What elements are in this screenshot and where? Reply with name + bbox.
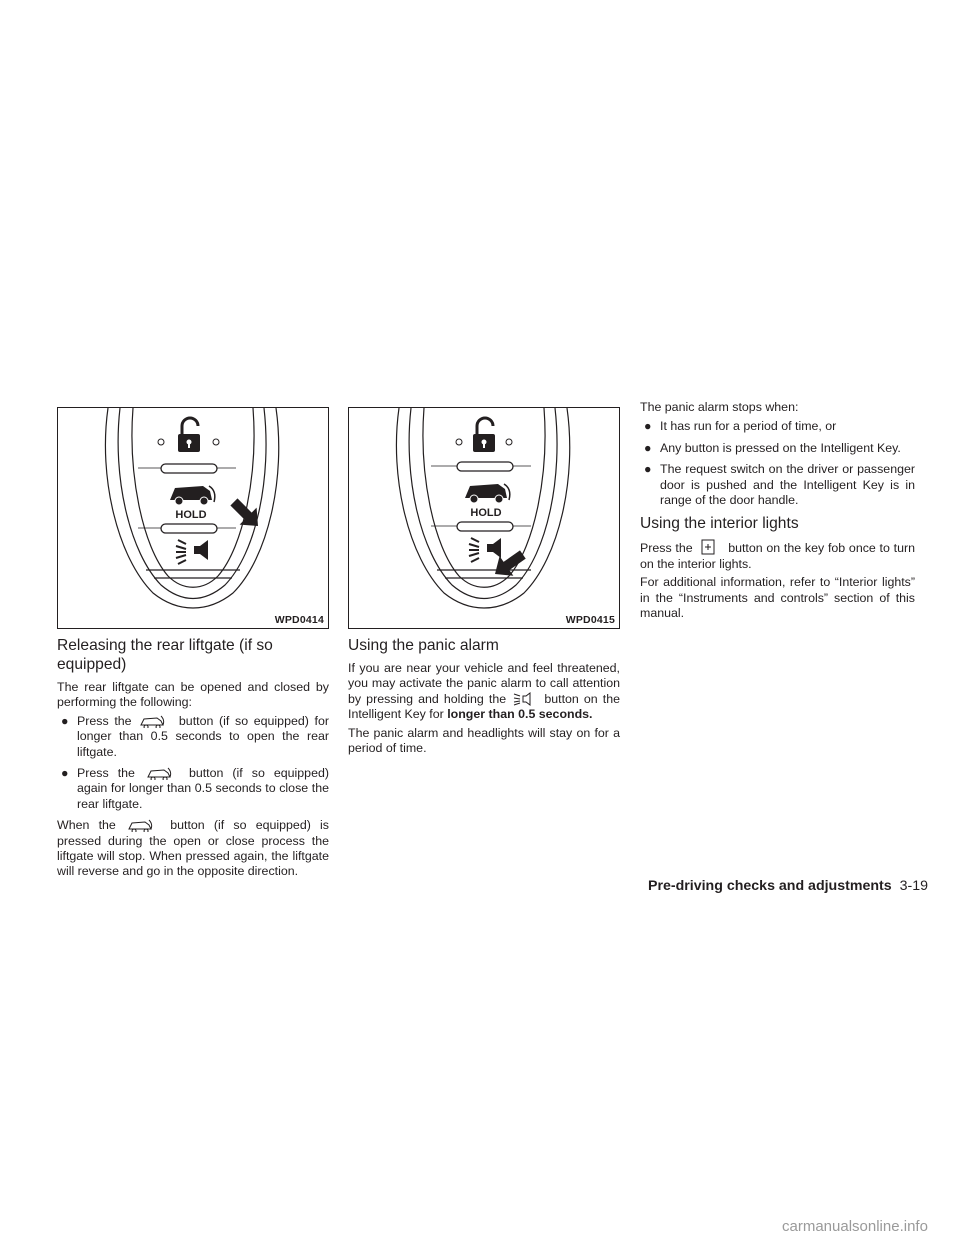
interior-paragraph-2: For additional information, refer to “In… xyxy=(640,575,915,621)
panic-paragraph-2: The panic alarm and headlights will stay… xyxy=(348,725,620,756)
hold-label: HOLD xyxy=(470,507,501,519)
column-liftgate: Releasing the rear liftgate (if so equip… xyxy=(57,636,329,883)
panic-paragraph-1: If you are near your vehicle and feel th… xyxy=(348,661,620,722)
panic-button-graphic xyxy=(468,537,501,563)
liftgate-icon xyxy=(147,767,172,781)
key-fob-liftgate-illustration: HOLD xyxy=(104,408,280,609)
watermark: carmanualsonline.info xyxy=(782,1218,928,1235)
arrow-pointer xyxy=(230,498,258,526)
panic-stops-intro: The panic alarm stops when: xyxy=(640,400,799,414)
liftgate-button-graphic: HOLD xyxy=(170,485,216,521)
interior-light-icon xyxy=(701,539,715,555)
liftgate-icon xyxy=(140,715,165,728)
panic-stops-bullet-2: ● Any button is pressed on the Intellige… xyxy=(644,440,901,455)
unlock-button-graphic xyxy=(157,416,220,452)
panic-button-graphic xyxy=(175,539,208,565)
page-number: 3-19 xyxy=(899,878,929,894)
interior-paragraph-1: Press the button on the key fob once to … xyxy=(640,539,915,571)
arrow-pointer xyxy=(495,550,526,576)
page-footer: Pre-driving checks and adjustments 3-19 xyxy=(648,878,928,894)
figure-key-fob-panic: HOLD WPD0415 xyxy=(348,407,620,629)
liftgate-intro: The rear liftgate can be opened and clos… xyxy=(57,680,329,710)
heading-panic: Using the panic alarm xyxy=(348,637,499,654)
liftgate-icon xyxy=(128,819,153,833)
heading-liftgate: Releasing the rear liftgate (if so equip… xyxy=(57,637,273,673)
column-panic: Using the panic alarm If you are near yo… xyxy=(348,636,620,759)
column-panic-stops: The panic alarm stops when: ● It has run… xyxy=(640,400,915,624)
footer-section-title: Pre-driving checks and adjustments xyxy=(648,878,892,894)
liftgate-button-graphic: HOLD xyxy=(465,483,511,519)
unlock-button-graphic xyxy=(455,416,513,452)
panic-stops-bullet-3: ● The request switch on the driver or pa… xyxy=(644,462,915,508)
liftgate-when-paragraph: When the button (if so equipped) is pres… xyxy=(57,818,329,879)
panic-stops-bullet-1: ● It has run for a period of time, or xyxy=(644,419,837,434)
bullet-dot: ● xyxy=(61,713,69,728)
liftgate-bullet-1: ● Press the button (if so equipped) for … xyxy=(61,713,329,759)
hold-label: HOLD xyxy=(175,509,206,521)
figure-key-fob-liftgate: HOLD WPD0414 xyxy=(57,407,329,629)
liftgate-bullet-2: ● Press the button (if so equipped) agai… xyxy=(61,766,329,811)
key-fob-panic-illustration: HOLD xyxy=(395,408,571,609)
figure-code: WPD0415 xyxy=(565,614,615,626)
bullet-dot: ● xyxy=(61,766,69,781)
heading-interior: Using the interior lights xyxy=(640,515,799,533)
figure-code: WPD0414 xyxy=(274,614,324,626)
panic-icon xyxy=(514,691,531,706)
